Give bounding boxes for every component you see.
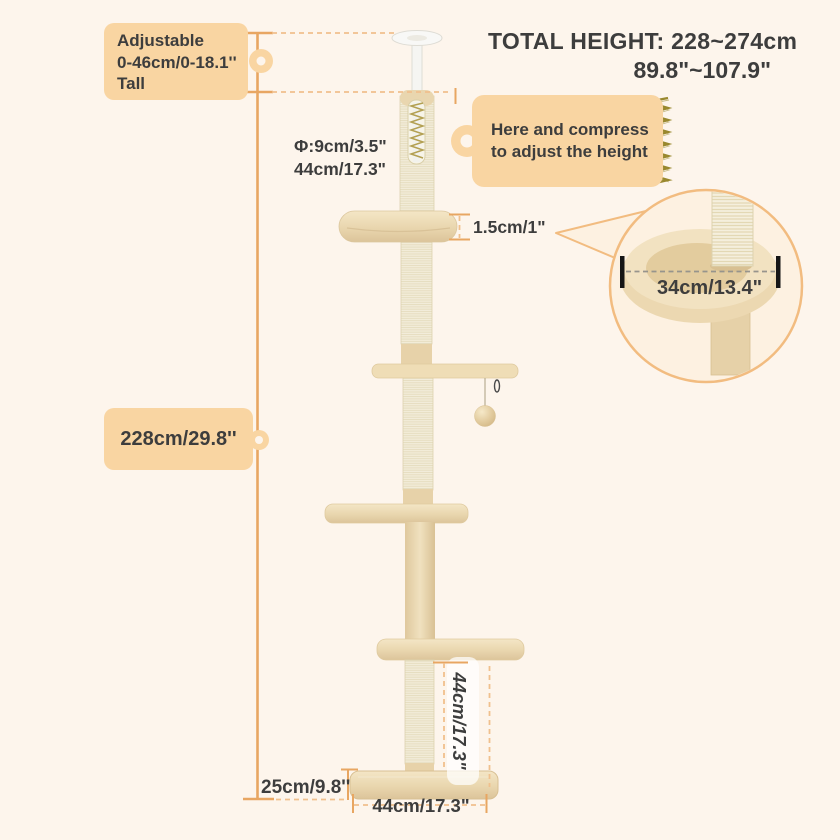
toy-hook xyxy=(493,379,501,393)
dimension-lines xyxy=(243,31,491,813)
ceiling-plate-hub xyxy=(407,35,427,41)
perch-diameter-label: 34cm/13.4" xyxy=(657,277,763,299)
cat-tree xyxy=(324,30,525,800)
support-rod xyxy=(411,39,423,99)
base-depth-label: 25cm/9.8'' xyxy=(261,777,351,798)
top-perch xyxy=(338,210,458,243)
compress-to-adjust-callout: Here and compress to adjust the height xyxy=(472,95,663,187)
pole-section-4 xyxy=(404,659,435,765)
total-height-title: TOTAL HEIGHT: 228~274cm xyxy=(488,28,798,54)
upper-post-cap xyxy=(400,90,434,106)
callout-line: Tall xyxy=(117,74,146,94)
callout-line: Adjustable xyxy=(117,31,204,50)
platform-thickness-label: 1.5cm/1" xyxy=(473,217,546,237)
platform-2 xyxy=(371,363,519,379)
callout-line: 228cm/29.8'' xyxy=(120,427,237,450)
callout-line: 0-46cm/0-18.1'' xyxy=(117,52,237,72)
pole-dimensions-label: Φ:9cm/3.5" 44cm/17.3" xyxy=(294,136,387,180)
base-width-label: 44cm/17.3" xyxy=(372,795,470,816)
pole-section-1-plush xyxy=(401,344,432,365)
overall-height-callout: 228cm/29.8'' xyxy=(104,408,253,470)
zoom-circle-inset xyxy=(555,188,804,384)
callout-line: Here and compress xyxy=(491,119,649,139)
total-height-inches: 89.8"~107.9" xyxy=(633,57,771,83)
pole-section-3-plush xyxy=(405,522,435,642)
hanging-ball-toy xyxy=(474,405,496,427)
vertical-label-backing xyxy=(447,657,479,785)
inner-spring xyxy=(408,102,426,159)
inset-pole-above xyxy=(711,191,754,267)
pole-section-2 xyxy=(402,377,434,491)
measure-bar-left xyxy=(620,256,625,288)
pole-section-4-plush xyxy=(405,763,434,774)
pole-section-2-plush xyxy=(403,489,433,506)
platform-4 xyxy=(376,638,525,661)
top-perch-seam xyxy=(346,227,451,233)
adjustable-height-callout: Adjustable 0-46cm/0-18.1'' Tall xyxy=(104,23,248,100)
platform-3 xyxy=(324,503,469,524)
ring-markers xyxy=(249,49,483,450)
inset-photo xyxy=(620,191,780,376)
measure-bar-right xyxy=(776,256,781,288)
lower-section-height-label: 44cm/17.3" xyxy=(449,672,470,770)
callout-line: to adjust the height xyxy=(491,142,648,161)
